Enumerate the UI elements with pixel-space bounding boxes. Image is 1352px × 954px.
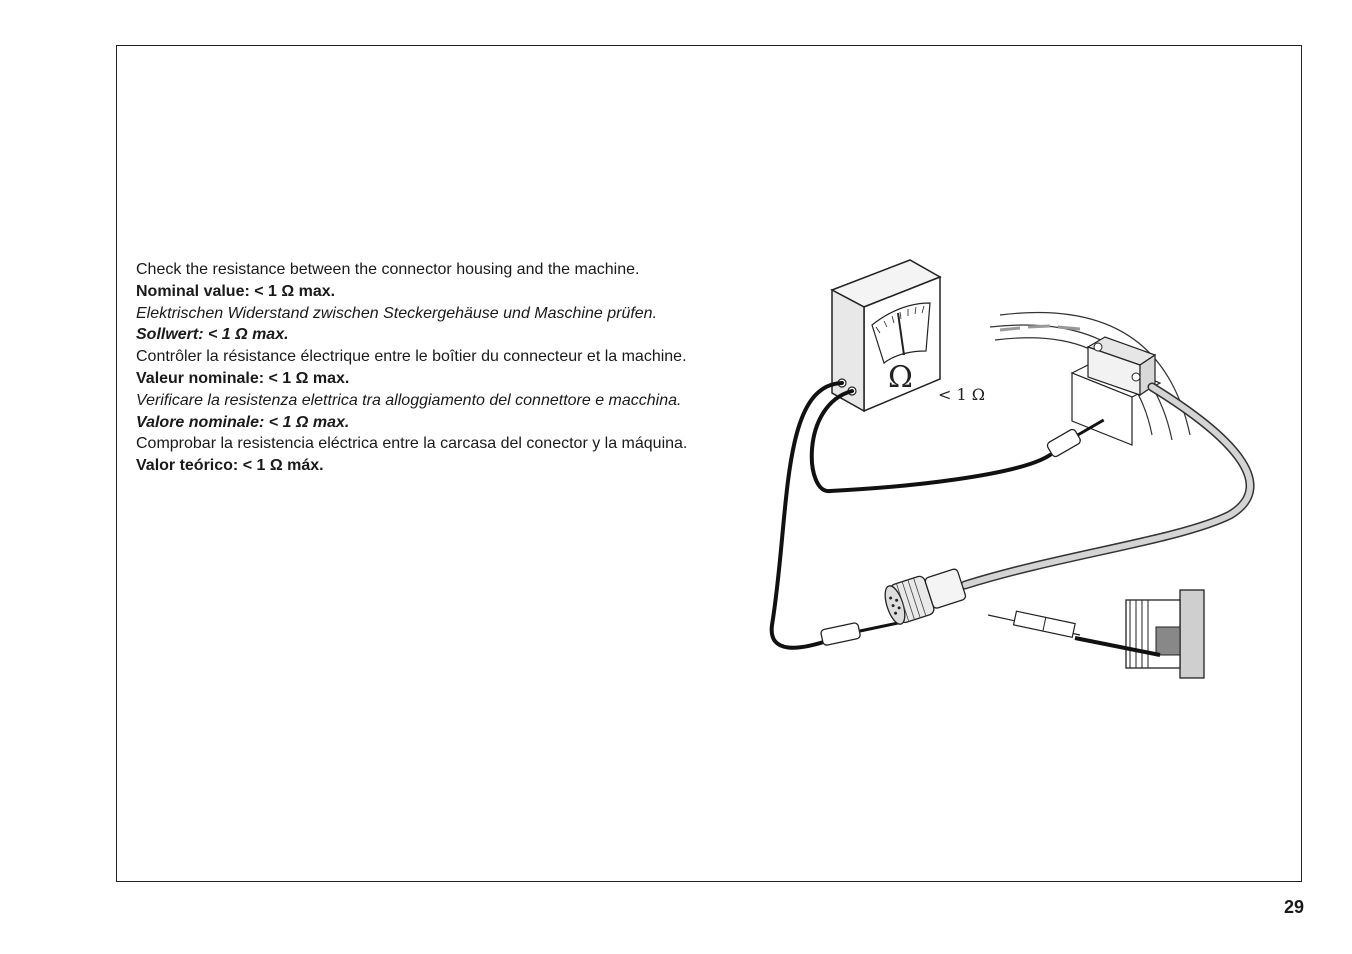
nominal-value-en: Nominal value: < 1 Ω max. [136, 282, 336, 300]
ohmmeter-icon: Ω [830, 259, 942, 413]
socket-icon [987, 589, 1205, 679]
page-number: 29 [1283, 897, 1304, 917]
resistance-label: < 1 Ω [938, 385, 985, 404]
page-frame [116, 45, 1302, 882]
test-lead-icon-2 [769, 381, 899, 650]
instruction-es: Comprobar la resistencia eléctrica entre… [136, 435, 688, 453]
connector-icon [884, 568, 967, 625]
instruction-text-block: Check the resistance between the connect… [136, 259, 756, 477]
resistance-measurement-illustration: Ω < 1 Ω [769, 259, 1255, 679]
nominal-value-de: Sollwert: < 1 Ω max. [136, 326, 289, 344]
test-lead-icon [809, 389, 1105, 494]
meter-omega-symbol: Ω [888, 360, 913, 395]
nominal-value-fr: Valeur nominale: < 1 Ω max. [136, 369, 350, 387]
instruction-fr: Contrôler la résistance électrique entre… [136, 348, 687, 366]
instruction-de: Elektrischen Widerstand zwischen Stecker… [136, 304, 658, 322]
instruction-en: Check the resistance between the connect… [136, 261, 640, 278]
scanning-head-icon [1070, 336, 1162, 446]
nominal-value-es: Valor teórico: < 1 Ω máx. [136, 457, 324, 475]
nominal-value-it: Valore nominale: < 1 Ω max. [136, 413, 350, 431]
instruction-it: Verificare la resistenza elettrica tra a… [136, 391, 682, 409]
scale-graduations [999, 324, 1081, 332]
